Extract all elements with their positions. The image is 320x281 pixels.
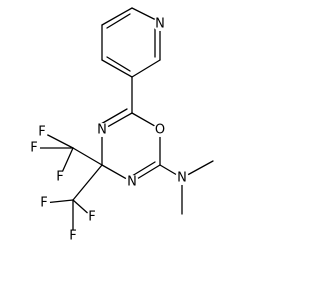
atom-label: O bbox=[155, 123, 165, 138]
atom-ring-o: O bbox=[153, 123, 167, 138]
atom-label: N bbox=[127, 175, 137, 190]
atom-fluorine: F bbox=[38, 196, 50, 211]
atom-fluorine: F bbox=[54, 170, 66, 185]
atom-label: F bbox=[69, 229, 76, 244]
bond bbox=[101, 59, 133, 78]
bond bbox=[131, 161, 156, 177]
atom-labels: N O N N N F F F bbox=[28, 17, 189, 244]
atom-label: N bbox=[155, 17, 165, 32]
bond bbox=[72, 164, 103, 201]
atom-fluorine: F bbox=[67, 229, 79, 244]
atom-amine-n: N bbox=[175, 171, 189, 186]
bond bbox=[101, 7, 133, 26]
atom-label: F bbox=[56, 170, 63, 185]
atom-fluorine: F bbox=[86, 210, 98, 225]
atom-ring-n3: N bbox=[95, 123, 109, 138]
atom-label: F bbox=[88, 210, 95, 225]
atom-fluorine: F bbox=[36, 125, 48, 140]
atom-label: F bbox=[30, 141, 37, 156]
atom-pyridine-n: N bbox=[153, 17, 167, 32]
bond bbox=[106, 56, 131, 72]
atom-ring-n5: N bbox=[125, 175, 139, 190]
molecule-structure: N O N N N F F F bbox=[28, 7, 214, 244]
atom-label: F bbox=[38, 125, 45, 140]
atom-fluorine: F bbox=[28, 141, 40, 156]
bond bbox=[72, 147, 103, 166]
bond bbox=[131, 59, 161, 78]
bond bbox=[100, 108, 128, 125]
bond bbox=[106, 13, 131, 29]
atom-label: N bbox=[97, 123, 107, 138]
atom-label: N bbox=[177, 171, 187, 186]
bond-lines bbox=[33, 7, 214, 237]
atom-label: F bbox=[40, 196, 47, 211]
